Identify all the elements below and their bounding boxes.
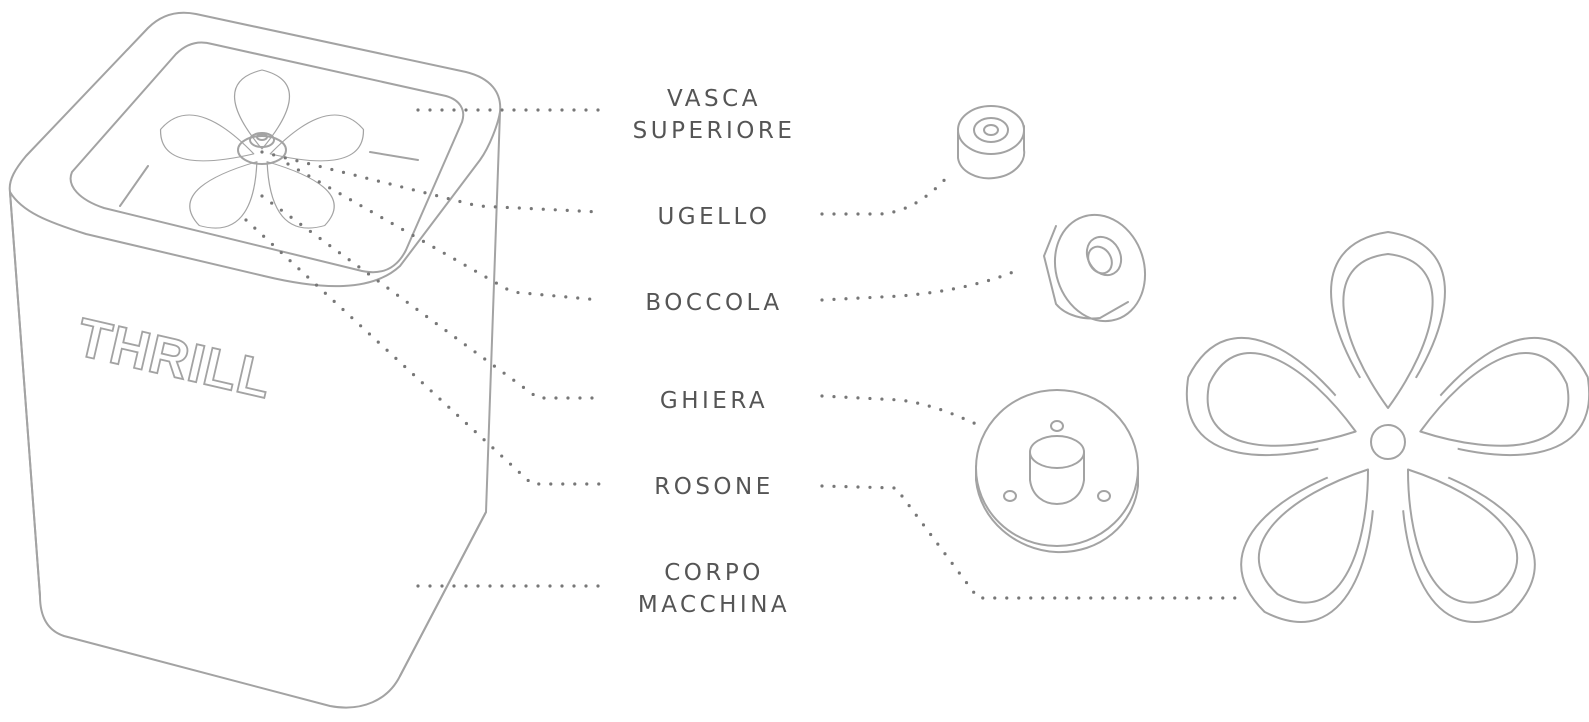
leader-rosone-part xyxy=(820,484,1242,600)
leader-ghiera-part xyxy=(820,394,978,426)
leader-lines-right xyxy=(820,172,1242,600)
ugello-part xyxy=(957,105,1026,180)
label-vasca-1: VASCA xyxy=(667,86,761,112)
labels: VASCA SUPERIORE UGELLO BOCCOLA GHIERA RO… xyxy=(633,86,796,618)
vasca-superiore xyxy=(69,41,465,274)
brand-logo: THRILL xyxy=(71,307,277,410)
label-ghiera: GHIERA xyxy=(660,388,768,414)
rosone-part xyxy=(1185,231,1589,623)
leader-rosone xyxy=(244,218,602,486)
leader-lines-left xyxy=(244,108,602,588)
boccola-part xyxy=(1043,213,1147,323)
leader-ghiera xyxy=(260,194,602,400)
ghiera-part xyxy=(975,389,1139,554)
label-ugello: UGELLO xyxy=(657,204,770,230)
label-rosone: ROSONE xyxy=(654,474,774,500)
leader-ugello-part xyxy=(820,172,952,216)
machine-body xyxy=(8,11,502,709)
rosone-on-machine xyxy=(159,69,365,229)
label-boccola: BOCCOLA xyxy=(645,290,782,316)
label-vasca-2: SUPERIORE xyxy=(633,118,796,144)
label-corpo-2: MACCHINA xyxy=(638,592,790,618)
leader-boccola xyxy=(286,162,602,302)
leader-boccola-part xyxy=(820,268,1020,302)
ugello-on-machine xyxy=(237,132,287,165)
label-corpo-1: CORPO xyxy=(664,560,764,586)
